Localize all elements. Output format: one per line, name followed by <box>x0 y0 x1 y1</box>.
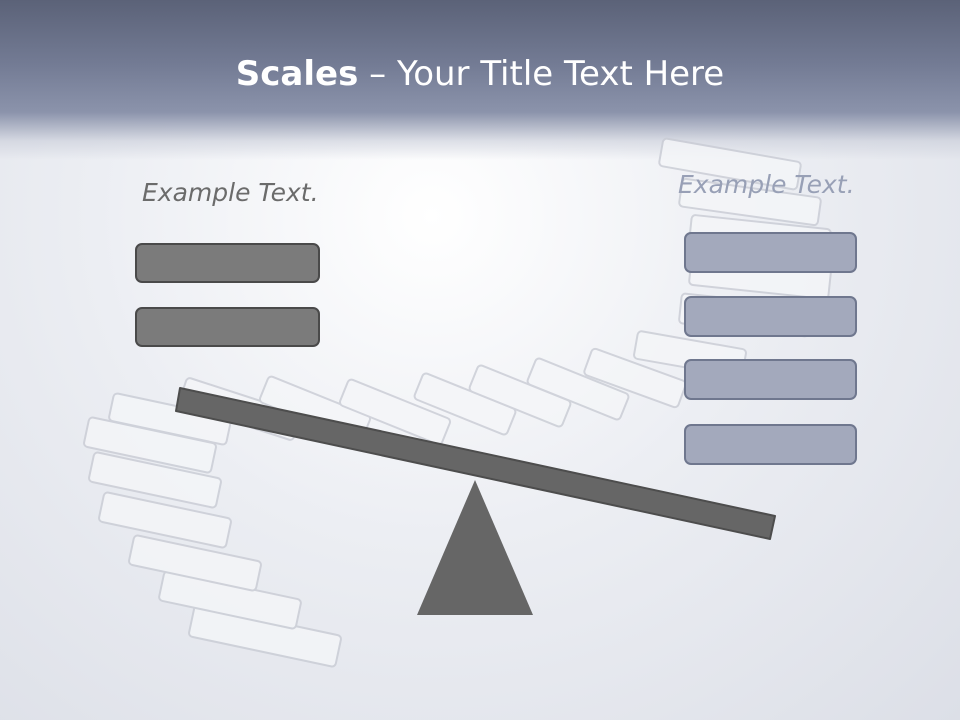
left-box-1 <box>135 243 320 283</box>
seesaw-beam <box>175 387 776 540</box>
slide-title-bold: Scales <box>235 54 359 94</box>
left-example-label: Example Text. <box>142 178 319 207</box>
right-box-1 <box>684 232 857 273</box>
slide-title-rest: – Your Title Text Here <box>358 54 725 94</box>
title-bar <box>0 0 960 160</box>
right-box-4 <box>684 424 857 465</box>
slide-title: Scales – Your Title Text Here <box>0 52 960 96</box>
right-box-3 <box>684 359 857 400</box>
right-example-label: Example Text. <box>678 170 855 199</box>
right-box-2 <box>684 296 857 337</box>
left-box-2 <box>135 307 320 347</box>
fulcrum-triangle-icon <box>417 480 533 615</box>
